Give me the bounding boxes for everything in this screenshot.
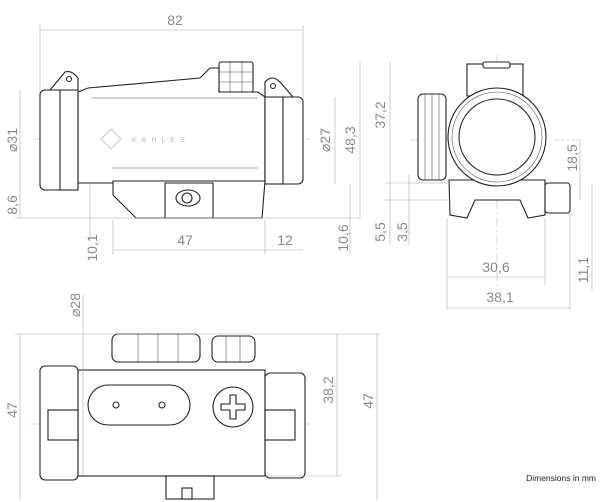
dim-offset-b: 3,5 — [394, 222, 410, 242]
dim-rail-height: 10,6 — [335, 224, 351, 251]
dim-body-width: 38,2 — [320, 376, 336, 403]
dim-mount-width: 30,6 — [482, 259, 509, 275]
brand-logo-text: KAHLES — [132, 137, 190, 144]
dim-overall-length: 82 — [167, 12, 183, 28]
dim-objective-diameter: ⌀27 — [317, 128, 333, 152]
dim-overall-width: 38,1 — [486, 289, 513, 305]
top-view: ⌀28 47 38,2 47 — [4, 293, 380, 500]
dim-mount-height: 8,6 — [4, 195, 20, 215]
dim-bottom-offset: 10,1 — [84, 234, 100, 261]
dim-tube-diameter: ⌀28 — [67, 293, 83, 317]
dim-total-height: 48,3 — [342, 126, 358, 153]
dim-front-overhang: 12 — [277, 232, 293, 248]
side-view: 82 KAHLES ⌀31 8,6 10,1 47 12 ⌀27 — [4, 12, 361, 262]
dim-axis-height: 37,2 — [372, 101, 388, 128]
dim-mount-length: 47 — [177, 232, 193, 248]
dim-lever-height: 18,5 — [564, 144, 580, 171]
dim-lever-offset: 11,1 — [575, 257, 591, 283]
dim-overall-width-right: 47 — [360, 393, 376, 409]
front-view: 37,2 18,5 5,5 3,5 30,6 38,1 11,1 — [372, 55, 593, 310]
dim-overall-width-left: 47 — [4, 402, 20, 418]
units-note: Dimensions in mm — [526, 473, 596, 483]
dim-offset-a: 5,5 — [372, 222, 388, 242]
dim-eyepiece-diameter: ⌀31 — [4, 128, 20, 152]
